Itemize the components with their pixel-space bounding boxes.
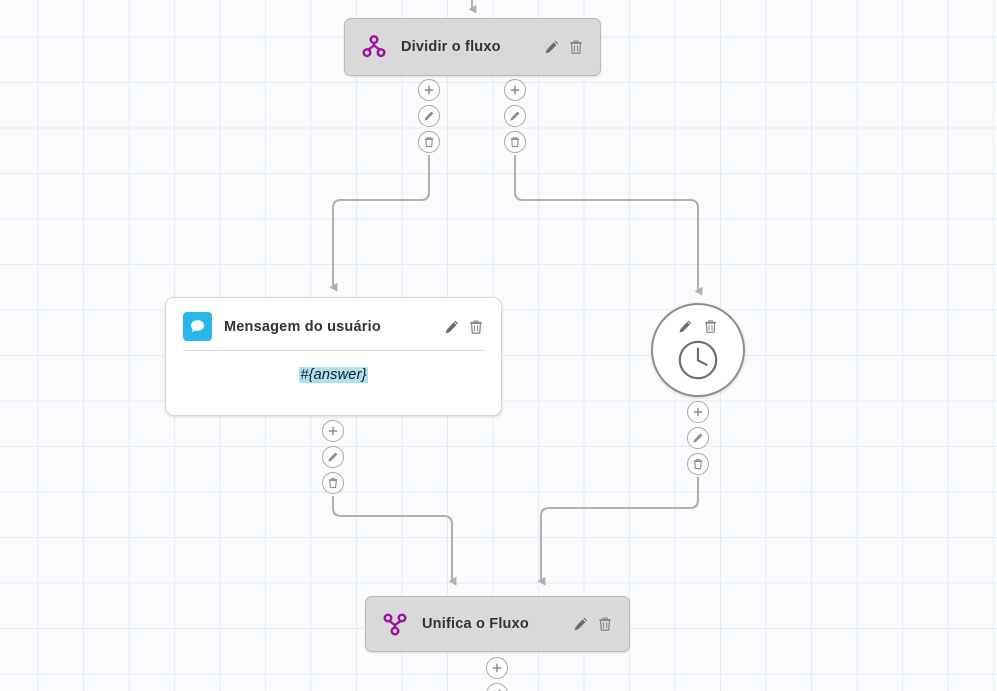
variable-token[interactable]: #{answer} — [299, 367, 368, 383]
merge-flow-icon — [382, 611, 408, 637]
node-title: Dividir o fluxo — [401, 39, 501, 55]
edit-connection-button[interactable] — [504, 105, 526, 127]
edit-icon[interactable] — [544, 39, 560, 55]
edge-message-to-merge — [331, 496, 457, 586]
add-node-button[interactable] — [418, 79, 440, 101]
edit-connection-button[interactable] — [687, 427, 709, 449]
node-toolbar — [678, 318, 719, 334]
add-node-button[interactable] — [687, 401, 709, 423]
edge-split-to-timer — [513, 155, 703, 296]
card-body: #{answer} — [166, 351, 501, 401]
edit-connection-button[interactable] — [418, 105, 440, 127]
edit-icon[interactable] — [678, 318, 694, 334]
split-flow-icon — [361, 34, 387, 60]
edit-icon[interactable] — [444, 319, 460, 335]
node-title: Unifica o Fluxo — [422, 616, 529, 632]
card-header: Mensagem do usuário — [166, 298, 501, 350]
split-left-port-buttons[interactable] — [418, 79, 440, 153]
split-right-port-buttons[interactable] — [504, 79, 526, 153]
edit-icon[interactable] — [573, 616, 589, 632]
edge-split-to-message — [329, 155, 431, 292]
card-divider — [183, 350, 484, 351]
delete-connection-button[interactable] — [687, 453, 709, 475]
node-unifica-o-fluxo[interactable]: Unifica o Fluxo — [365, 596, 630, 652]
node-mensagem-do-usuario[interactable]: Mensagem do usuário — [165, 297, 502, 416]
delete-connection-button[interactable] — [322, 472, 344, 494]
add-node-button[interactable] — [504, 79, 526, 101]
message-port-buttons[interactable] — [322, 420, 344, 494]
node-toolbar — [444, 319, 484, 335]
node-toolbar — [544, 39, 584, 55]
delete-icon[interactable] — [703, 318, 719, 334]
edit-connection-button[interactable] — [486, 683, 508, 691]
clock-icon — [676, 338, 720, 382]
node-toolbar — [573, 616, 613, 632]
add-node-button[interactable] — [486, 657, 508, 679]
chat-bubble-icon — [183, 312, 212, 341]
delete-icon[interactable] — [568, 39, 584, 55]
merge-port-buttons[interactable] — [486, 657, 508, 691]
edge-timer-to-merge — [537, 477, 700, 586]
add-node-button[interactable] — [322, 420, 344, 442]
delete-connection-button[interactable] — [418, 131, 440, 153]
node-dividir-o-fluxo[interactable]: Dividir o fluxo — [344, 18, 601, 76]
delete-icon[interactable] — [468, 319, 484, 335]
timer-port-buttons[interactable] — [687, 401, 709, 475]
edit-connection-button[interactable] — [322, 446, 344, 468]
delete-connection-button[interactable] — [504, 131, 526, 153]
node-timer[interactable] — [651, 303, 745, 397]
delete-icon[interactable] — [597, 616, 613, 632]
node-title: Mensagem do usuário — [224, 318, 381, 335]
